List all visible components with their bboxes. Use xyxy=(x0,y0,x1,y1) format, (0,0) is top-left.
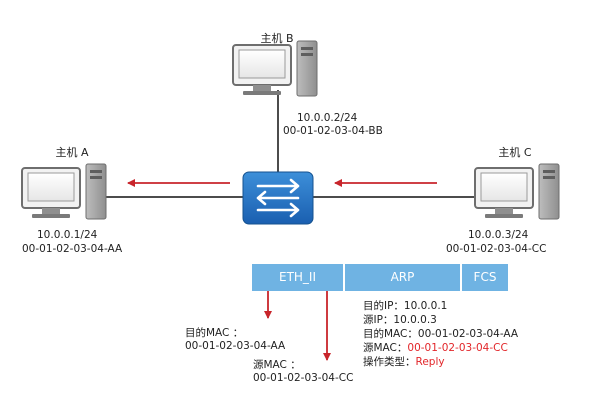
eth-dst-mac-value: 00-01-02-03-04-AA xyxy=(185,340,286,352)
arp-src-mac: 源MAC：00-01-02-03-04-CC xyxy=(363,342,508,354)
host-c-title: 主机 C xyxy=(498,146,532,159)
frame-field-eth: ETH_II xyxy=(252,264,343,291)
eth-dst-mac-label: 目的MAC ： xyxy=(185,327,244,339)
host-a-title: 主机 A xyxy=(55,146,89,159)
arp-dst-ip: 目的IP：10.0.0.1 xyxy=(363,300,448,312)
arp-op-label: 操作类型： xyxy=(363,356,416,368)
host-b-title: 主机 B xyxy=(260,32,294,45)
eth-src-mac-value: 00-01-02-03-04-CC xyxy=(253,372,354,384)
host-b-ip: 10.0.0.2/24 xyxy=(297,112,358,124)
host-c-computer-icon xyxy=(474,163,560,220)
host-b-mac: 00-01-02-03-04-BB xyxy=(283,125,383,137)
arp-src-mac-label: 源MAC： xyxy=(363,342,408,354)
host-b-computer-icon xyxy=(232,40,318,97)
arp-op-value: Reply xyxy=(415,356,445,368)
host-a-computer-icon xyxy=(21,163,107,220)
arp-src-ip: 源IP：10.0.0.3 xyxy=(363,314,437,326)
frame-field-arp: ARP xyxy=(345,264,460,291)
network-switch-icon xyxy=(242,171,314,225)
host-c-ip: 10.0.0.3/24 xyxy=(468,229,529,241)
arp-operation: 操作类型：Reply xyxy=(363,356,445,368)
frame-field-fcs: FCS xyxy=(462,264,508,291)
host-a-ip: 10.0.0.1/24 xyxy=(37,229,98,241)
host-a-mac: 00-01-02-03-04-AA xyxy=(22,243,123,255)
arp-dst-mac: 目的MAC：00-01-02-03-04-AA xyxy=(363,328,519,340)
arp-src-mac-value: 00-01-02-03-04-CC xyxy=(407,342,508,354)
host-c-mac: 00-01-02-03-04-CC xyxy=(446,243,547,255)
eth-src-mac-label: 源MAC ： xyxy=(253,359,301,371)
